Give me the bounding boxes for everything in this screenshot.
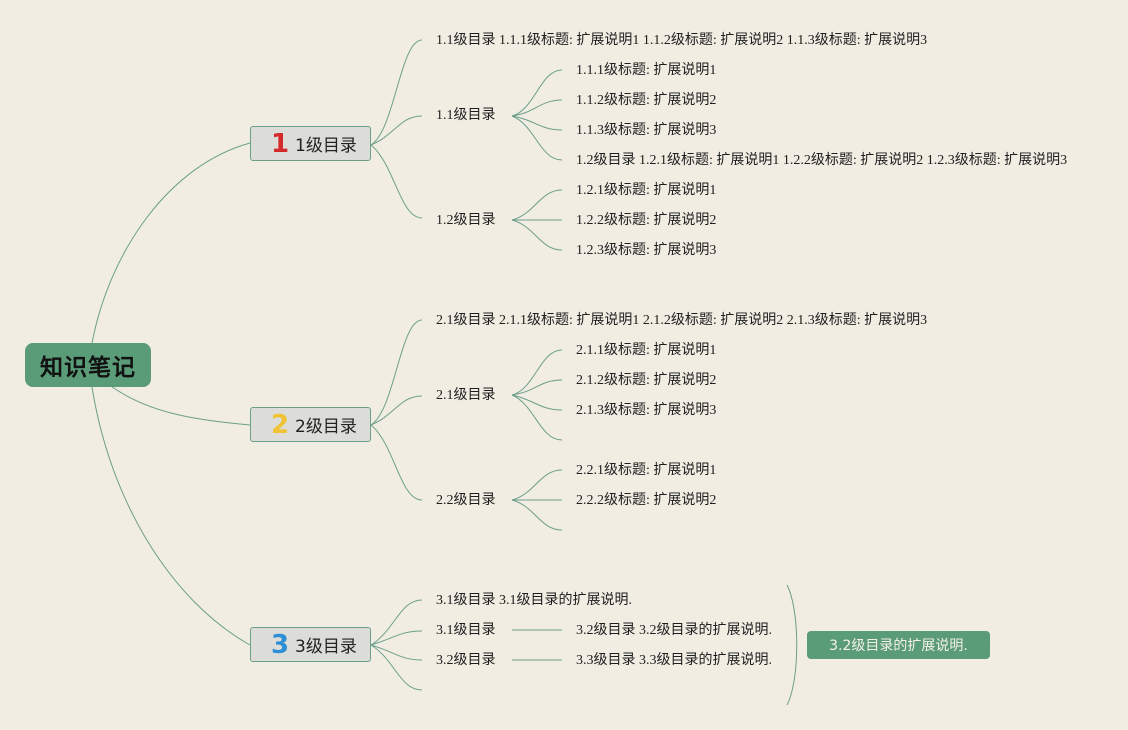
branch-1-node[interactable]: 1 1级目录 bbox=[250, 126, 371, 161]
b1-sub2-item-1[interactable]: 1.2.1级标题: 扩展说明1 bbox=[576, 183, 717, 198]
b1-sub2-item-2[interactable]: 1.2.2级标题: 扩展说明2 bbox=[576, 213, 717, 228]
branch-1-number: 1 bbox=[270, 128, 290, 159]
summary-label: 3.2级目录的扩展说明. bbox=[829, 638, 968, 654]
b1-sub2-item-3[interactable]: 1.2.3级标题: 扩展说明3 bbox=[576, 243, 717, 258]
b2-sub2-item-1[interactable]: 2.2.1级标题: 扩展说明1 bbox=[576, 463, 717, 478]
root-label: 知识笔记 bbox=[40, 355, 136, 381]
b1-sub2-label[interactable]: 1.2级目录 bbox=[436, 213, 496, 228]
b2-line1[interactable]: 2.1级目录 2.1.1级标题: 扩展说明1 2.1.2级标题: 扩展说明2 2… bbox=[436, 313, 928, 328]
b3-sub1-detail[interactable]: 3.2级目录 3.2级目录的扩展说明. bbox=[576, 623, 772, 638]
b3-sub1-label[interactable]: 3.1级目录 bbox=[436, 623, 496, 638]
b2-sub1-label[interactable]: 2.1级目录 bbox=[436, 388, 496, 403]
b3-sub2-label[interactable]: 3.2级目录 bbox=[436, 653, 496, 668]
b2-sub2-item-2[interactable]: 2.2.2级标题: 扩展说明2 bbox=[576, 493, 717, 508]
b3-sub2-detail[interactable]: 3.3级目录 3.3级目录的扩展说明. bbox=[576, 653, 772, 668]
branch-2-number: 2 bbox=[270, 409, 290, 440]
root-node[interactable]: 知识笔记 bbox=[25, 343, 151, 387]
b1-line1[interactable]: 1.1级目录 1.1.1级标题: 扩展说明1 1.1.2级标题: 扩展说明2 1… bbox=[436, 33, 928, 48]
b1-sub1-label[interactable]: 1.1级目录 bbox=[436, 108, 496, 123]
b2-sub1-item-1[interactable]: 2.1.1级标题: 扩展说明1 bbox=[576, 343, 717, 358]
branch-2-node[interactable]: 2 2级目录 bbox=[250, 407, 371, 442]
b1-sub1-item-1[interactable]: 1.1.1级标题: 扩展说明1 bbox=[576, 63, 717, 78]
summary-node[interactable]: 3.2级目录的扩展说明. bbox=[807, 631, 990, 659]
branch-1-label: 1级目录 bbox=[295, 136, 357, 156]
branch-3-label: 3级目录 bbox=[295, 637, 357, 657]
branch-3-node[interactable]: 3 3级目录 bbox=[250, 627, 371, 662]
b1-sub1-item-4[interactable]: 1.2级目录 1.2.1级标题: 扩展说明1 1.2.2级标题: 扩展说明2 1… bbox=[576, 153, 1068, 168]
b1-sub1-item-3[interactable]: 1.1.3级标题: 扩展说明3 bbox=[576, 123, 717, 138]
branch-3-number: 3 bbox=[270, 629, 290, 660]
b3-line1[interactable]: 3.1级目录 3.1级目录的扩展说明. bbox=[436, 593, 632, 608]
branch-2-label: 2级目录 bbox=[295, 417, 357, 437]
b2-sub2-label[interactable]: 2.2级目录 bbox=[436, 493, 496, 508]
b2-sub1-item-3[interactable]: 2.1.3级标题: 扩展说明3 bbox=[576, 403, 717, 418]
b1-sub1-item-2[interactable]: 1.1.2级标题: 扩展说明2 bbox=[576, 93, 717, 108]
b2-sub1-item-2[interactable]: 2.1.2级标题: 扩展说明2 bbox=[576, 373, 717, 388]
